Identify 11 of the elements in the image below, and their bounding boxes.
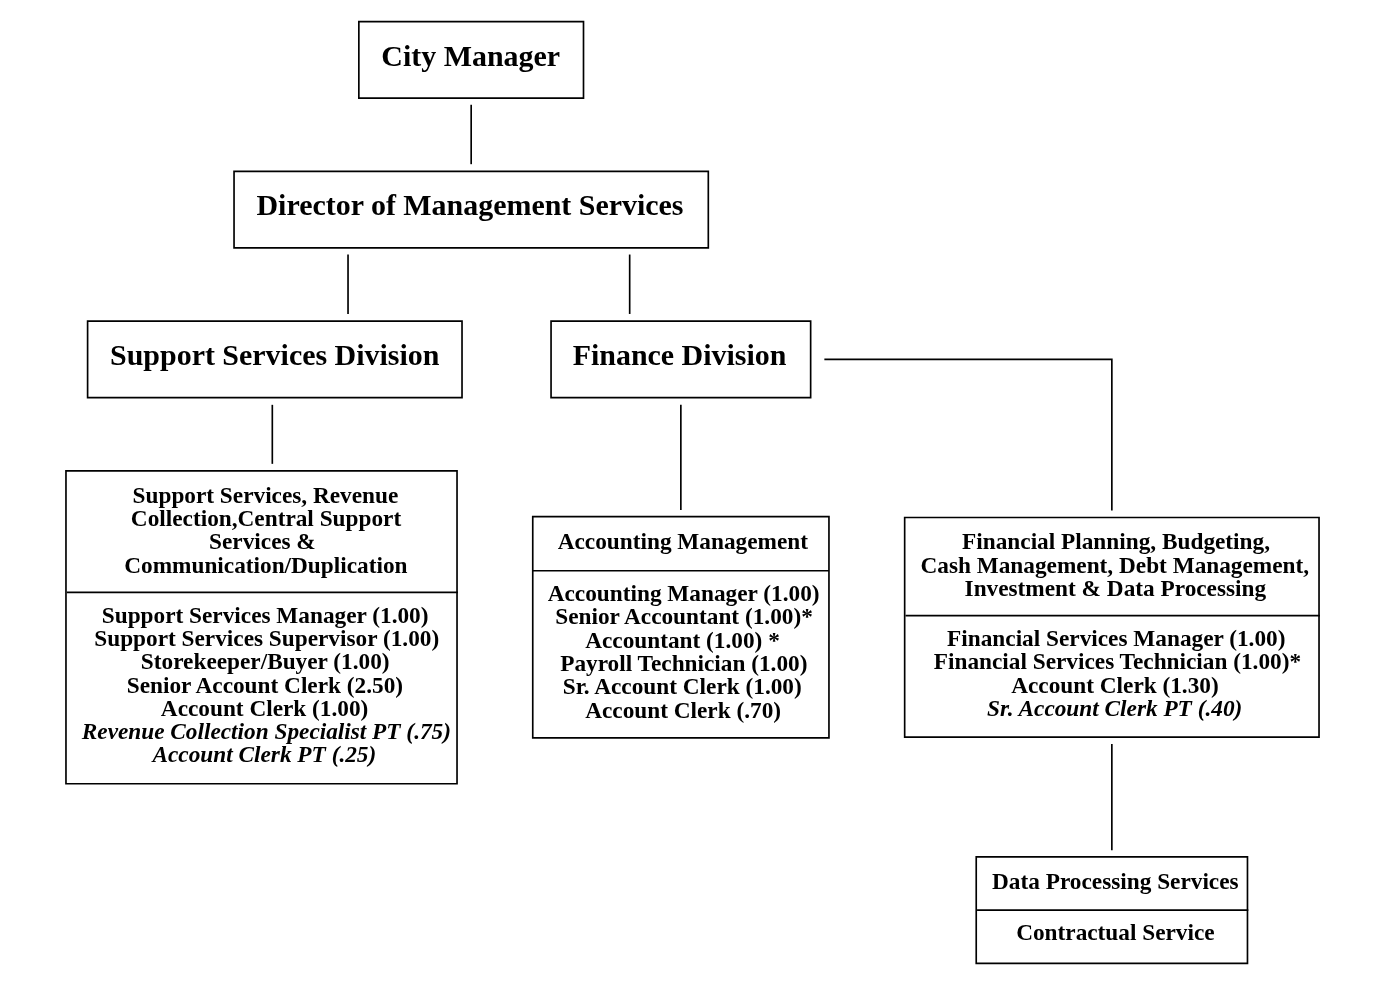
connector <box>628 253 631 315</box>
connector <box>347 253 349 315</box>
node-box: Finance Division <box>550 320 812 399</box>
node-box: City Manager <box>358 20 585 99</box>
node-box: Support Services Division <box>86 320 463 399</box>
connector <box>1111 743 1113 852</box>
node-box: Director of Management Services <box>233 170 710 249</box>
connector <box>680 404 682 511</box>
connector <box>271 404 274 465</box>
connector <box>823 358 1113 512</box>
connector <box>470 103 472 165</box>
